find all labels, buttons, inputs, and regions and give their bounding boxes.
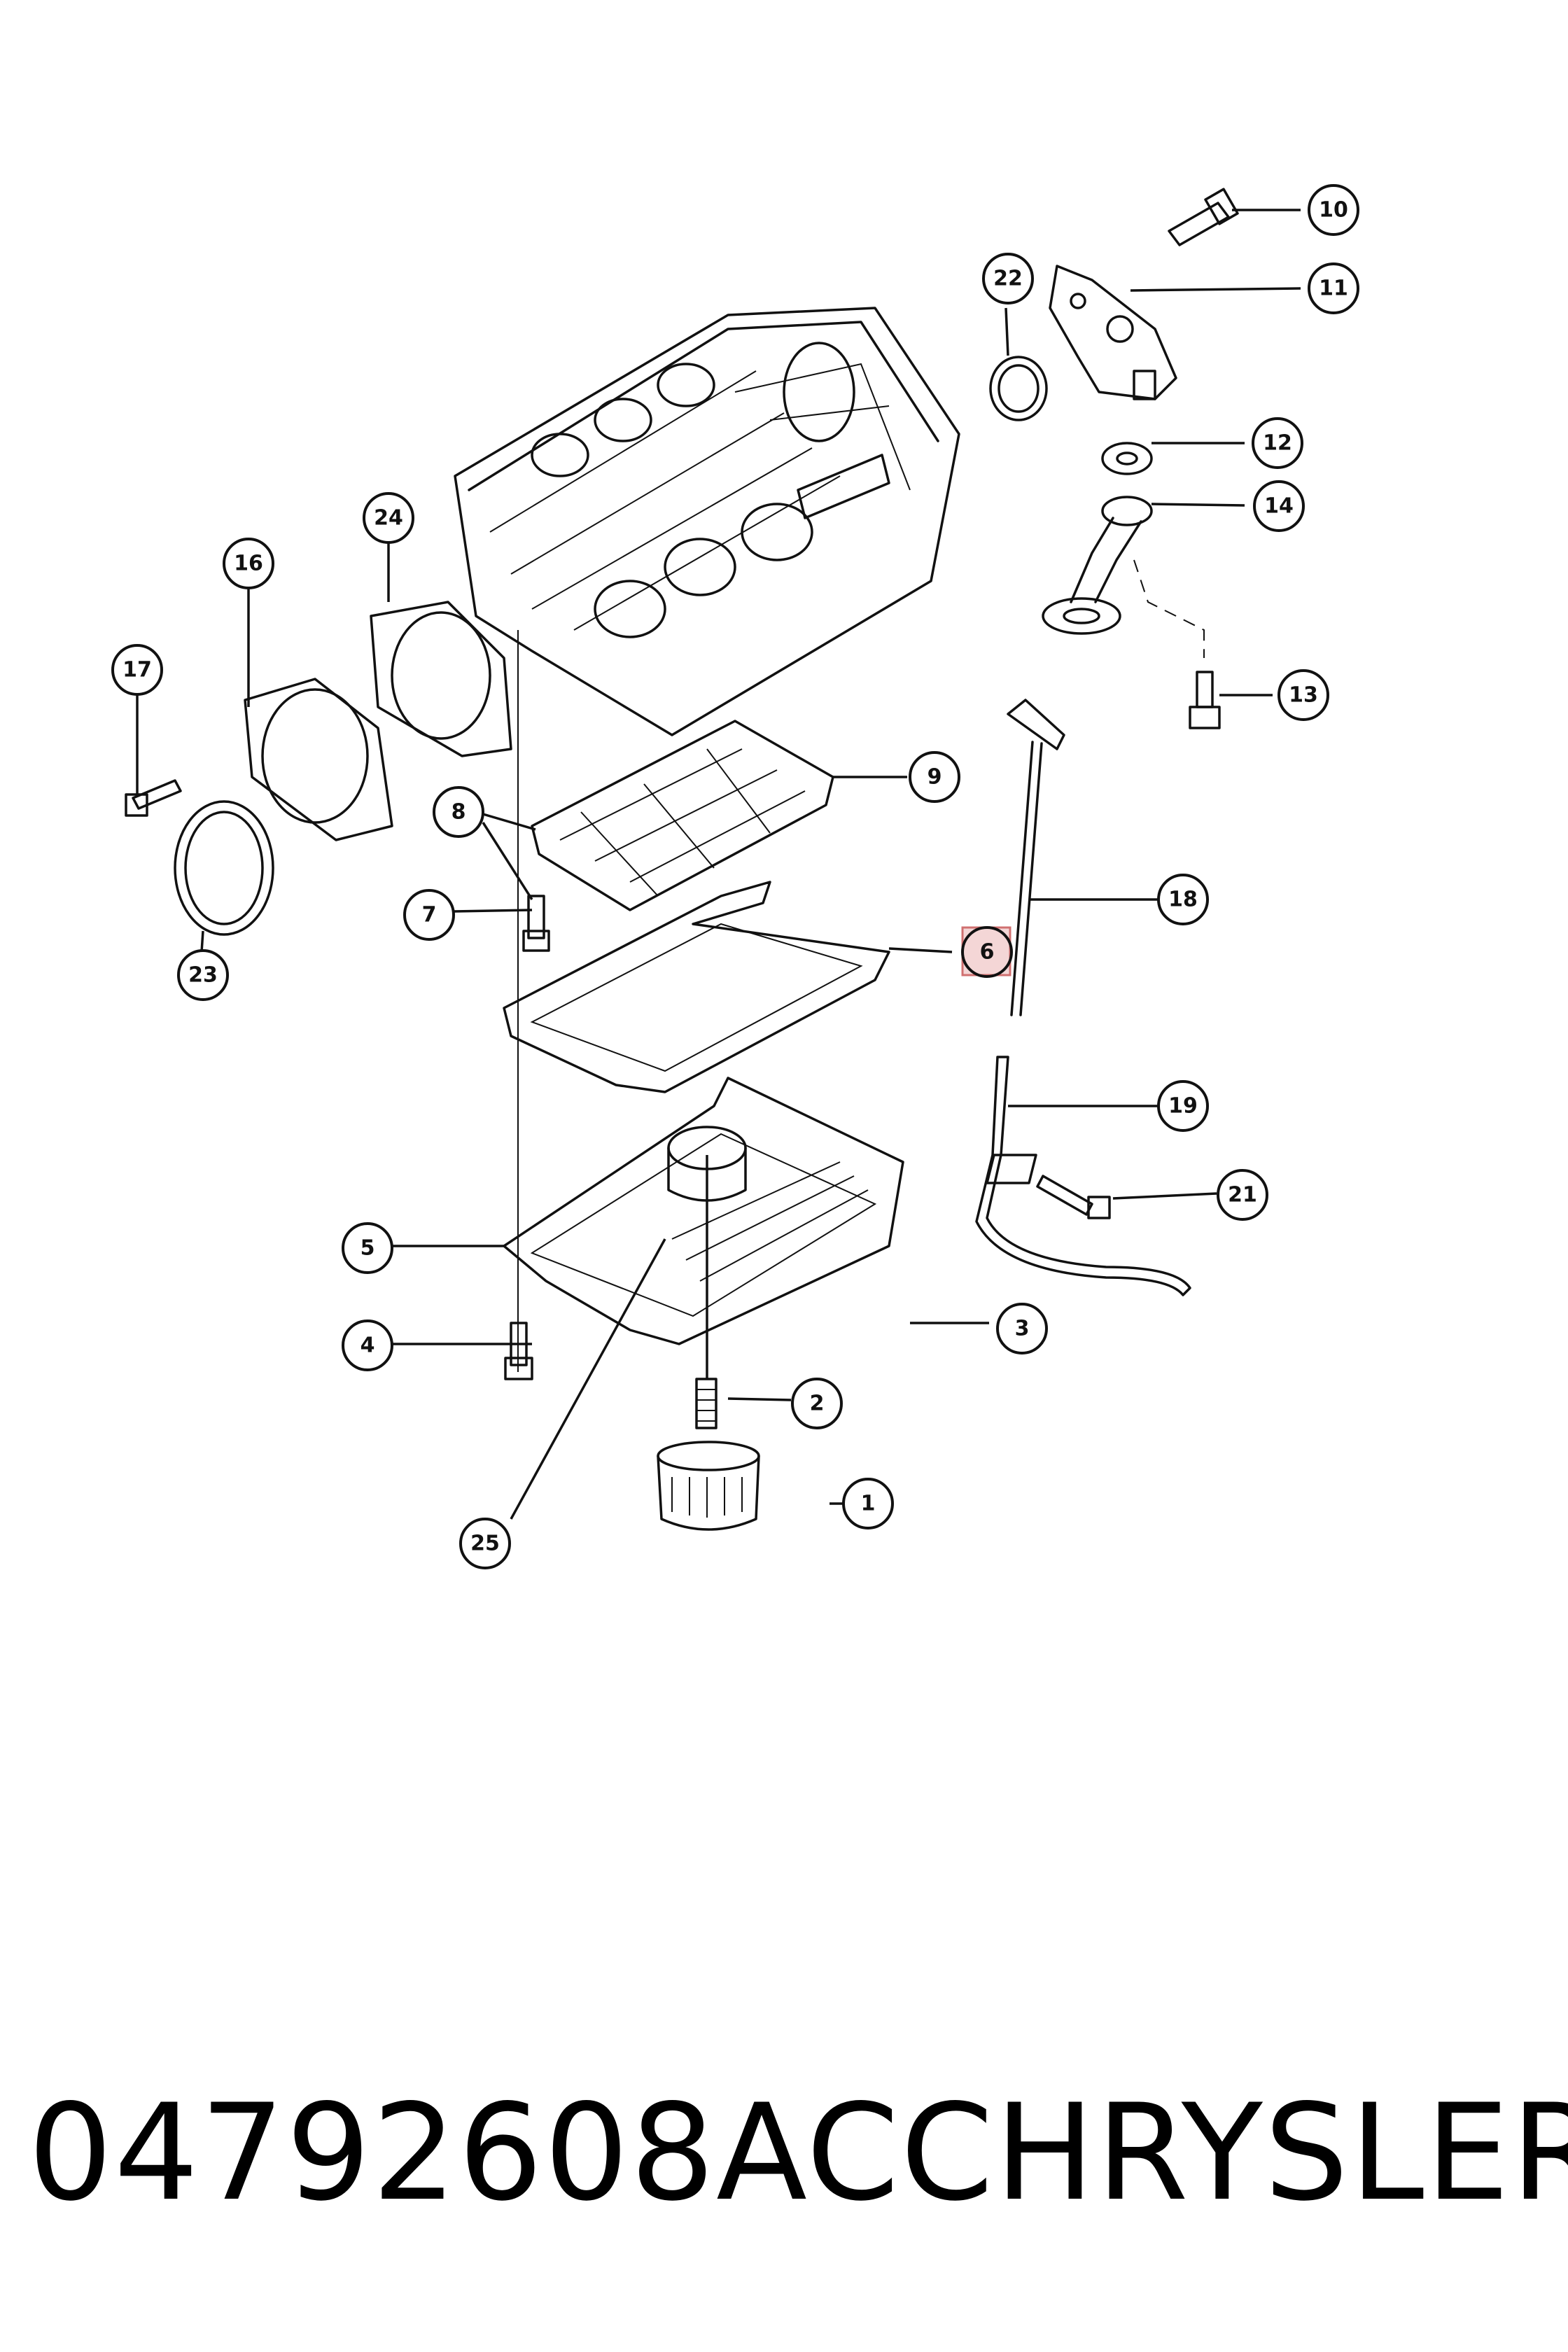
svg-text:14: 14 bbox=[1264, 494, 1294, 519]
oil-pan bbox=[503, 1077, 904, 1345]
svg-text:24: 24 bbox=[374, 506, 403, 531]
svg-text:11: 11 bbox=[1319, 276, 1348, 301]
dipstick bbox=[1007, 699, 1065, 1016]
rear-seal-retainer bbox=[244, 678, 393, 841]
svg-text:8: 8 bbox=[451, 800, 466, 825]
tray-bolt bbox=[522, 895, 550, 952]
pump-bolt bbox=[1168, 188, 1239, 246]
callout-21: 21 bbox=[1217, 1169, 1268, 1221]
windage-tray bbox=[531, 720, 834, 911]
retainer-bolt bbox=[125, 779, 182, 817]
svg-text:1: 1 bbox=[861, 1492, 876, 1516]
svg-text:17: 17 bbox=[122, 658, 152, 682]
seal-retainer-gasket bbox=[370, 601, 512, 757]
svg-text:6: 6 bbox=[980, 940, 995, 965]
dipstick-tube bbox=[975, 1056, 1191, 1296]
svg-text:16: 16 bbox=[234, 552, 263, 576]
svg-text:4: 4 bbox=[360, 1334, 375, 1358]
svg-text:3: 3 bbox=[1015, 1317, 1030, 1341]
svg-text:9: 9 bbox=[927, 765, 942, 790]
oil-filter bbox=[657, 1441, 760, 1531]
svg-text:21: 21 bbox=[1228, 1183, 1257, 1208]
callout-16: 16 bbox=[223, 538, 274, 589]
svg-text:22: 22 bbox=[993, 267, 1023, 291]
callout-9: 9 bbox=[909, 751, 960, 803]
callout-11: 11 bbox=[1308, 262, 1359, 314]
callout-5: 5 bbox=[342, 1222, 393, 1274]
callout-18: 18 bbox=[1157, 874, 1209, 925]
callout-10: 10 bbox=[1308, 184, 1359, 236]
footer-caption: 04792608AC CHRYSLER bbox=[28, 2072, 1568, 2233]
svg-text:10: 10 bbox=[1319, 198, 1348, 223]
callout-3: 3 bbox=[996, 1303, 1048, 1354]
callout-23: 23 bbox=[177, 949, 229, 1001]
oil-pump bbox=[1049, 265, 1177, 400]
callout-13: 13 bbox=[1278, 669, 1329, 721]
callout-2: 2 bbox=[791, 1378, 843, 1429]
oil-pan-gasket bbox=[503, 881, 890, 1093]
svg-text:7: 7 bbox=[422, 903, 437, 927]
brand-name: CHRYSLER bbox=[900, 2075, 1568, 2230]
leader-lines bbox=[136, 209, 1301, 1520]
callout-4: 4 bbox=[342, 1320, 393, 1371]
svg-text:13: 13 bbox=[1289, 683, 1318, 708]
callout-1: 1 bbox=[842, 1478, 894, 1530]
callout-17: 17 bbox=[111, 644, 163, 696]
callout-14: 14 bbox=[1253, 480, 1305, 532]
oil-pickup-tube bbox=[1042, 496, 1153, 635]
part-number: 04792608AC bbox=[28, 2075, 901, 2230]
pickup-bolt bbox=[1189, 671, 1221, 729]
callout-8: 8 bbox=[433, 786, 484, 838]
callout-22: 22 bbox=[982, 253, 1034, 304]
svg-text:19: 19 bbox=[1168, 1094, 1198, 1119]
callout-7: 7 bbox=[403, 889, 455, 941]
callout-24: 24 bbox=[363, 492, 414, 544]
callout-25: 25 bbox=[459, 1518, 511, 1569]
callout-6: 6 bbox=[961, 926, 1013, 978]
drain-plug-stud bbox=[695, 1378, 718, 1429]
callout-19: 19 bbox=[1157, 1080, 1209, 1132]
svg-text:23: 23 bbox=[188, 963, 218, 988]
rear-main-seal bbox=[174, 800, 274, 936]
tube-bolt bbox=[1036, 1175, 1111, 1219]
seal-ring bbox=[989, 356, 1048, 421]
svg-text:12: 12 bbox=[1263, 431, 1292, 456]
callout-12: 12 bbox=[1252, 417, 1303, 469]
svg-text:18: 18 bbox=[1168, 888, 1198, 912]
svg-text:2: 2 bbox=[810, 1392, 825, 1416]
pickup-gasket bbox=[1101, 442, 1153, 475]
svg-text:5: 5 bbox=[360, 1236, 375, 1261]
engine-block bbox=[454, 307, 960, 736]
svg-text:25: 25 bbox=[470, 1532, 500, 1556]
